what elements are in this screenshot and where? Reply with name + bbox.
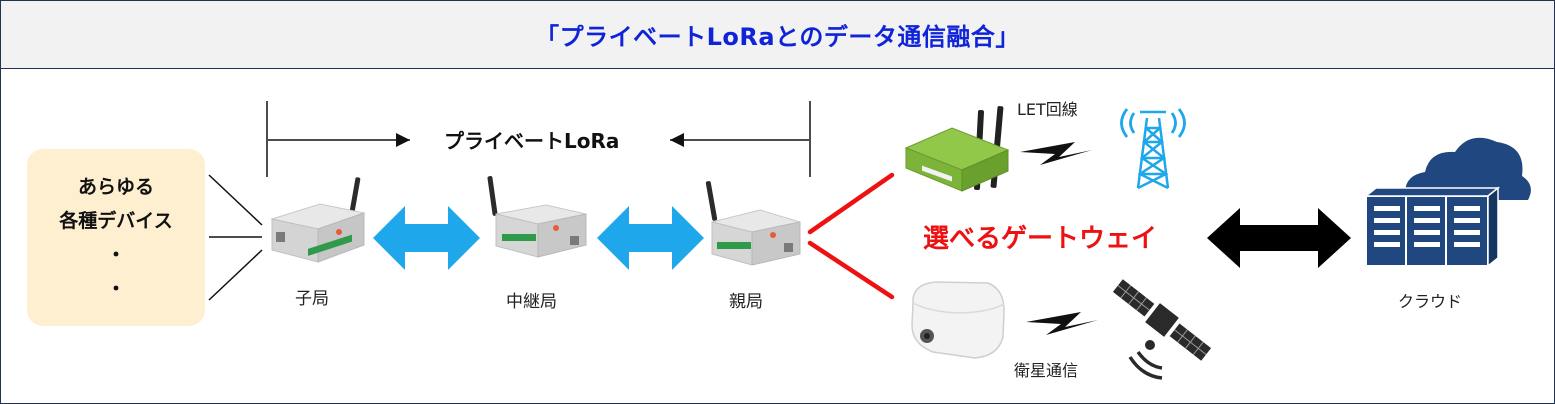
satellite-icon (1112, 279, 1212, 380)
lte-gateway-device (904, 106, 1010, 192)
lte-signal-bolt (1020, 142, 1092, 165)
devices-line-1: あらゆる (77, 175, 154, 198)
relay-node-device (487, 176, 587, 258)
private-lora-label: プライベートLoRa (444, 129, 620, 153)
lora-range-bracket (266, 101, 811, 177)
device-connector-lines (208, 174, 263, 301)
lte-line-label: LET回線 (1017, 100, 1078, 119)
satellite-signal-bolt (1026, 312, 1098, 335)
cloud-server-icon (1363, 137, 1531, 268)
satellite-gateway-device (911, 281, 1005, 359)
title-bar: 「プライベートLoRaとのデータ通信融合」 (1, 1, 1554, 69)
diagram-title: 「プライベートLoRaとのデータ通信融合」 (535, 23, 1020, 51)
child-node-label: 子局 (295, 289, 329, 309)
devices-line-2: 各種デバイス (59, 209, 173, 232)
blue-double-arrow-1 (373, 206, 480, 270)
parent-node-device (705, 181, 801, 266)
selectable-gateway-label: 選べるゲートウェイ (923, 224, 1158, 254)
black-double-arrow (1207, 208, 1351, 268)
relay-node-label: 中継局 (506, 292, 557, 312)
devices-dot-1: ・ (106, 243, 126, 266)
parent-node-label: 親局 (729, 292, 763, 312)
cell-tower-icon (1120, 108, 1186, 190)
gateway-branch-lines (807, 172, 895, 300)
satellite-comm-label: 衛星通信 (1014, 361, 1079, 380)
devices-dot-2: ・ (106, 277, 126, 300)
child-node-device (270, 177, 366, 263)
devices-box: あらゆる 各種デバイス ・ ・ (27, 149, 205, 326)
cloud-label: クラウド (1398, 292, 1463, 311)
blue-double-arrow-2 (597, 206, 704, 270)
